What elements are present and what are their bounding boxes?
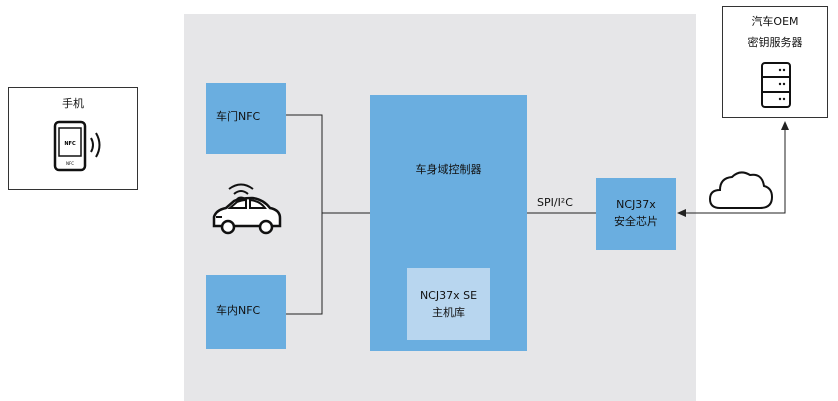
contactless-waves-icon	[90, 137, 94, 153]
arrowhead-to-server	[781, 121, 789, 130]
door-nfc-label: 车门NFC	[216, 110, 261, 123]
security-chip-block: NCJ37x 安全芯片	[596, 178, 676, 250]
security-chip-line2: 安全芯片	[614, 215, 658, 228]
oem-server-line1: 汽车OEM	[751, 15, 799, 28]
connected-car-icon	[212, 183, 282, 235]
cabin-nfc-block: 车内NFC	[206, 275, 286, 349]
cabin-nfc-link	[286, 213, 323, 315]
host-library-line2: 主机库	[432, 306, 465, 319]
security-chip-line1: NCJ37x	[616, 198, 656, 211]
server-link	[679, 126, 786, 214]
host-library-line1: NCJ37x SE	[419, 289, 478, 302]
cabin-nfc-label: 车内NFC	[216, 304, 261, 317]
phone-label: 手机	[62, 97, 84, 110]
host-library-block: NCJ37x SE 主机库	[407, 268, 490, 340]
cloud-icon	[708, 171, 774, 209]
nfc-phone-icon: NFC NFC	[53, 120, 101, 172]
arrowhead-to-chip	[677, 209, 686, 217]
body-controller-label: 车身域控制器	[415, 163, 482, 176]
svg-text:NFC: NFC	[64, 141, 76, 147]
body-controller-block: 车身域控制器 NCJ37x SE 主机库	[370, 95, 527, 351]
door-nfc-block: 车门NFC	[206, 83, 286, 154]
phone-box: 手机 NFC NFC	[8, 87, 138, 190]
oem-server-line2: 密钥服务器	[747, 36, 803, 49]
server-icon	[761, 62, 791, 108]
oem-server-box: 汽车OEM 密钥服务器	[722, 6, 828, 118]
door-nfc-link	[286, 114, 370, 214]
bus-label: SPI/I²C	[537, 196, 573, 209]
svg-text:NFC: NFC	[66, 161, 74, 166]
